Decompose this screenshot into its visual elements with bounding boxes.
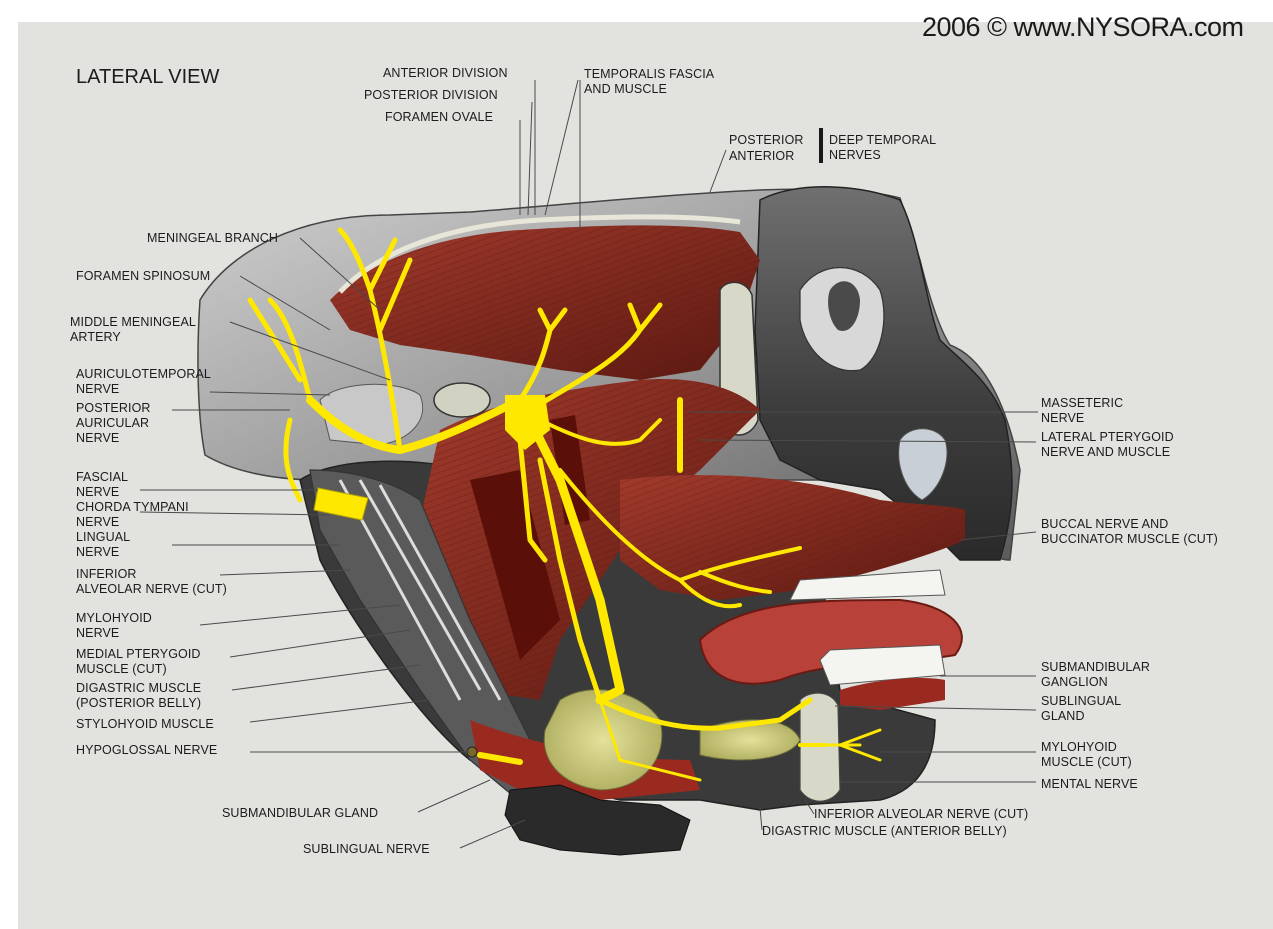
deep-temporal-bracket [819, 128, 823, 163]
label-anterior-division: ANTERIOR DIVISION [383, 66, 508, 81]
label-fascial-nerve: FASCIAL NERVE [76, 470, 128, 500]
label-submandibular-gland: SUBMANDIBULAR GLAND [222, 806, 378, 821]
label-auriculotemporal-nerve: AURICULOTEMPORAL NERVE [76, 367, 211, 397]
label-mental-nerve: MENTAL NERVE [1041, 777, 1138, 792]
label-temporalis-fascia: TEMPORALIS FASCIA AND MUSCLE [584, 67, 714, 97]
label-buccal-nerve: BUCCAL NERVE AND BUCCINATOR MUSCLE (CUT) [1041, 517, 1218, 547]
label-stylohyoid: STYLOHYOID MUSCLE [76, 717, 214, 732]
label-inferior-alveolar-left: INFERIOR ALVEOLAR NERVE (CUT) [76, 567, 227, 597]
label-posterior-auricular-nerve: POSTERIOR AURICULAR NERVE [76, 401, 151, 446]
label-deep-temporal-nerves: DEEP TEMPORAL NERVES [829, 133, 936, 163]
label-lateral-pterygoid: LATERAL PTERYGOID NERVE AND MUSCLE [1041, 430, 1174, 460]
label-posterior-division: POSTERIOR DIVISION [364, 88, 498, 103]
label-deep-temporal-posterior: POSTERIOR [729, 133, 804, 148]
copyright-text: 2006 © www.NYSORA.com [922, 12, 1244, 43]
label-masseteric-nerve: MASSETERIC NERVE [1041, 396, 1123, 426]
label-lingual-nerve: LINGUAL NERVE [76, 530, 130, 560]
mental-chin-bone [800, 693, 840, 801]
label-digastric-posterior: DIGASTRIC MUSCLE (POSTERIOR BELLY) [76, 681, 201, 711]
label-submandibular-ganglion: SUBMANDIBULAR GANGLION [1041, 660, 1150, 690]
label-foramen-ovale: FORAMEN OVALE [385, 110, 493, 125]
view-title: LATERAL VIEW [76, 66, 219, 89]
label-middle-meningeal-artery: MIDDLE MENINGEAL ARTERY [70, 315, 196, 345]
label-sublingual-nerve: SUBLINGUAL NERVE [303, 842, 430, 857]
label-mylohyoid-muscle: MYLOHYOID MUSCLE (CUT) [1041, 740, 1132, 770]
label-chorda-tympani: CHORDA TYMPANI NERVE [76, 500, 189, 530]
label-mylohyoid-nerve: MYLOHYOID NERVE [76, 611, 152, 641]
label-sublingual-gland: SUBLINGUAL GLAND [1041, 694, 1121, 724]
label-hypoglossal: HYPOGLOSSAL NERVE [76, 743, 217, 758]
label-deep-temporal-anterior: ANTERIOR [729, 149, 794, 164]
label-medial-pterygoid: MEDIAL PTERYGOID MUSCLE (CUT) [76, 647, 201, 677]
label-digastric-anterior: DIGASTRIC MUSCLE (ANTERIOR BELLY) [762, 824, 1007, 839]
label-inferior-alveolar-right: INFERIOR ALVEOLAR NERVE (CUT) [814, 807, 1028, 822]
label-foramen-spinosum: FORAMEN SPINOSUM [76, 269, 210, 284]
label-meningeal-branch: MENINGEAL BRANCH [147, 231, 278, 246]
